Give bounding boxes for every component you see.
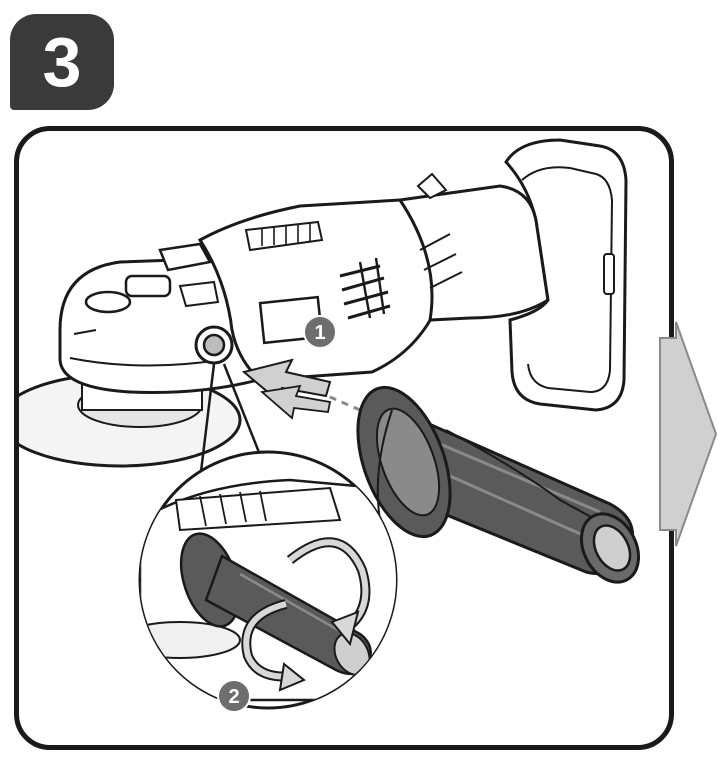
zoom-leader-left bbox=[198, 363, 216, 481]
rotate-icon bbox=[241, 537, 371, 692]
handle-mount-hole bbox=[194, 325, 234, 365]
step-number-badge: 3 bbox=[10, 14, 114, 110]
callout-1: 1 bbox=[303, 315, 337, 349]
callout-2-label: 2 bbox=[228, 686, 239, 708]
battery-pack bbox=[504, 138, 628, 412]
callout-1-label: 1 bbox=[314, 322, 325, 344]
tool-grip bbox=[397, 172, 550, 322]
step-number: 3 bbox=[42, 23, 82, 101]
insert-arrow-icon bbox=[241, 358, 361, 420]
next-step-arrow-icon bbox=[659, 321, 718, 547]
callout-2: 2 bbox=[217, 679, 251, 713]
side-handle bbox=[356, 385, 641, 584]
zoom-detail bbox=[138, 450, 398, 710]
